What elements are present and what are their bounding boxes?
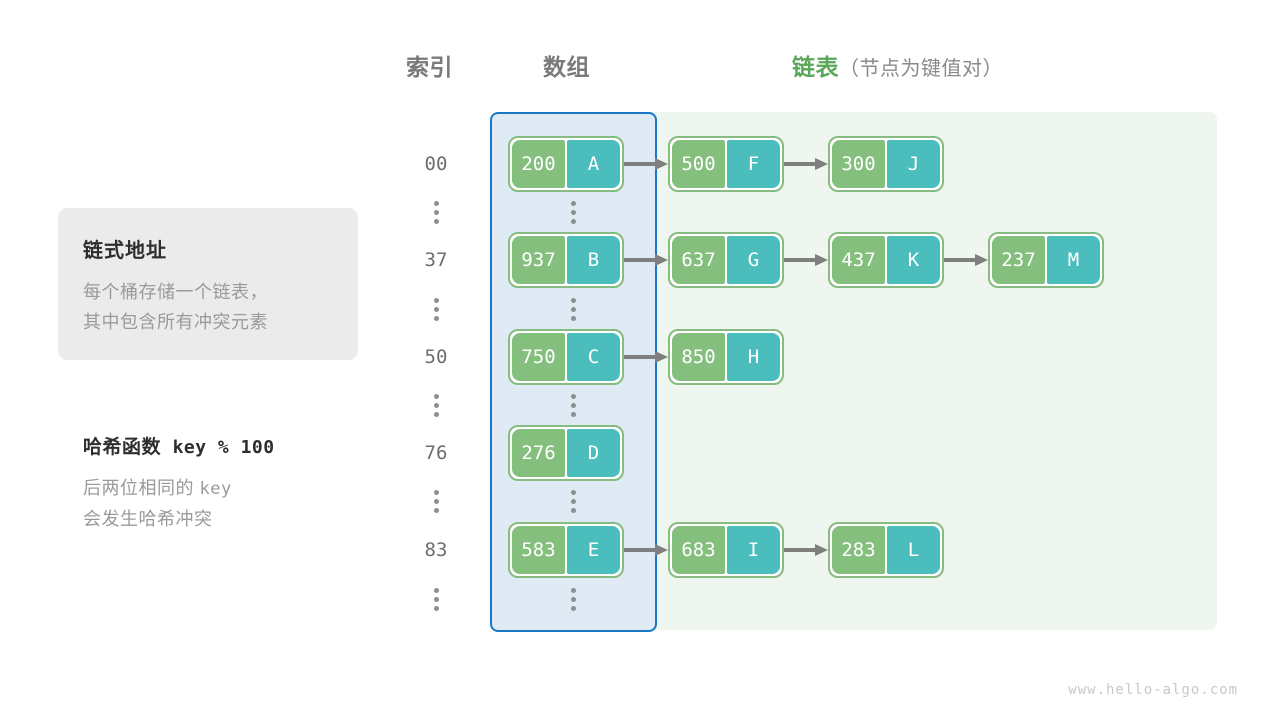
node-value: E bbox=[567, 526, 620, 574]
info-card: 链式地址 每个桶存储一个链表， 其中包含所有冲突元素 bbox=[58, 208, 358, 360]
bucket-index-label: 76 bbox=[424, 442, 448, 464]
hash-function-body: 后两位相同的 key 会发生哈希冲突 bbox=[83, 473, 383, 534]
hash-function-label: 哈希函数 bbox=[83, 437, 162, 458]
node-value: L bbox=[887, 526, 940, 574]
ellipsis-row bbox=[0, 386, 1280, 424]
node-key: 276 bbox=[512, 429, 565, 477]
next-pointer-arrow-icon bbox=[624, 158, 668, 170]
hash-function-note: 哈希函数 key % 100 后两位相同的 key 会发生哈希冲突 bbox=[83, 432, 383, 534]
node-value: K bbox=[887, 236, 940, 284]
node-value: C bbox=[567, 333, 620, 381]
node-key: 850 bbox=[672, 333, 725, 381]
node-key: 937 bbox=[512, 236, 565, 284]
watermark: www.hello-algo.com bbox=[1068, 682, 1238, 698]
column-headers: 索引 数组 链表（节点为键值对） bbox=[0, 48, 1280, 88]
bucket-index-label: 37 bbox=[424, 249, 448, 271]
ellipsis-row bbox=[0, 290, 1280, 328]
ellipsis-index-icon bbox=[421, 290, 451, 328]
next-pointer-arrow-icon bbox=[624, 351, 668, 363]
ellipsis-array-icon bbox=[558, 386, 588, 424]
node-value: I bbox=[727, 526, 780, 574]
ellipsis-row bbox=[0, 482, 1280, 520]
header-array: 数组 bbox=[543, 54, 590, 80]
next-pointer-arrow-icon bbox=[624, 254, 668, 266]
ellipsis-array-icon bbox=[558, 193, 588, 231]
node-key: 283 bbox=[832, 526, 885, 574]
node-key: 750 bbox=[512, 333, 565, 381]
node-key: 500 bbox=[672, 140, 725, 188]
node-key: 583 bbox=[512, 526, 565, 574]
next-pointer-arrow-icon bbox=[784, 544, 828, 556]
bucket-index-label: 50 bbox=[424, 346, 448, 368]
ellipsis-array-icon bbox=[558, 290, 588, 328]
node-key: 237 bbox=[992, 236, 1045, 284]
node-value: J bbox=[887, 140, 940, 188]
header-index: 索引 bbox=[406, 54, 453, 80]
hash-note-key-token: key bbox=[199, 479, 232, 499]
header-linked-list-sub: （节点为键值对） bbox=[839, 58, 1003, 80]
ellipsis-row bbox=[0, 193, 1280, 231]
ellipsis-array-icon bbox=[558, 580, 588, 618]
info-card-title: 链式地址 bbox=[83, 240, 167, 262]
next-pointer-arrow-icon bbox=[944, 254, 988, 266]
node-key: 200 bbox=[512, 140, 565, 188]
next-pointer-arrow-icon bbox=[624, 544, 668, 556]
node-key: 300 bbox=[832, 140, 885, 188]
node-value: D bbox=[567, 429, 620, 477]
header-linked-list-main: 链表 bbox=[792, 54, 839, 80]
ellipsis-row bbox=[0, 580, 1280, 618]
node-key: 683 bbox=[672, 526, 725, 574]
next-pointer-arrow-icon bbox=[784, 158, 828, 170]
next-pointer-arrow-icon bbox=[784, 254, 828, 266]
header-linked-list: 链表（节点为键值对） bbox=[792, 48, 1003, 82]
ellipsis-index-icon bbox=[421, 580, 451, 618]
info-card-body: 每个桶存储一个链表， 其中包含所有冲突元素 bbox=[83, 282, 268, 332]
hash-note-line2: 会发生哈希冲突 bbox=[83, 509, 213, 529]
node-value: A bbox=[567, 140, 620, 188]
node-key: 637 bbox=[672, 236, 725, 284]
node-value: F bbox=[727, 140, 780, 188]
hash-note-line1: 后两位相同的 bbox=[83, 478, 194, 498]
ellipsis-index-icon bbox=[421, 193, 451, 231]
node-key: 437 bbox=[832, 236, 885, 284]
bucket-index-label: 00 bbox=[424, 153, 448, 175]
hash-function-title: 哈希函数 key % 100 bbox=[83, 432, 383, 459]
node-value: B bbox=[567, 236, 620, 284]
bucket-index-label: 83 bbox=[424, 539, 448, 561]
ellipsis-index-icon bbox=[421, 386, 451, 424]
node-value: M bbox=[1047, 236, 1100, 284]
hash-function-expression: key % 100 bbox=[172, 437, 275, 458]
node-value: G bbox=[727, 236, 780, 284]
ellipsis-array-icon bbox=[558, 482, 588, 520]
ellipsis-index-icon bbox=[421, 482, 451, 520]
node-value: H bbox=[727, 333, 780, 381]
